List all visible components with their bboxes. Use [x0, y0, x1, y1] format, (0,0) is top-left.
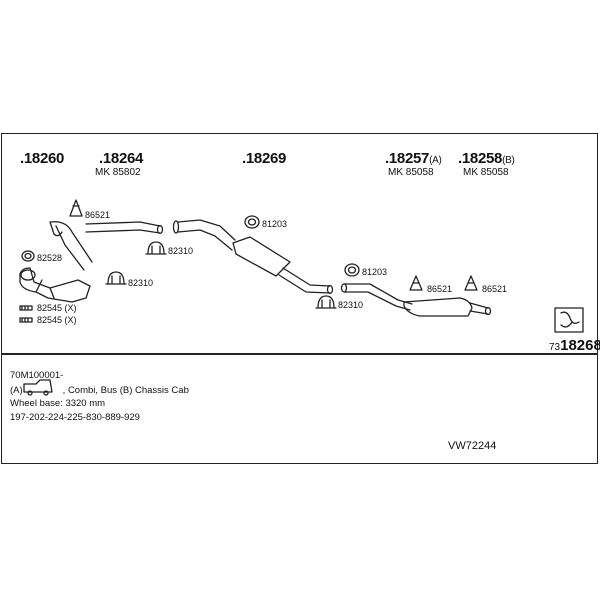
rear-silencer-18258 [403, 297, 473, 317]
van-icon [23, 379, 53, 393]
clamp-82310-c [315, 295, 337, 309]
mount-kit-18258: MK 85058 [463, 167, 509, 178]
info-body-types: (A), Combi, Bus (B) Chassis Cab [10, 385, 189, 396]
middle-silencer-inlet [172, 220, 180, 234]
part-number-18260: .18260 [20, 150, 65, 167]
mount-kit-18257: MK 85058 [388, 167, 434, 178]
label-82545-b: 82545 (X) [37, 315, 77, 325]
middle-silencer-tailpipe [278, 267, 331, 294]
downpipe-flange [20, 269, 36, 281]
hanger-86521-mid [409, 275, 423, 291]
label-86521-right: 86521 [482, 284, 508, 294]
diagram-frame [1, 133, 598, 464]
ring-81203-a [244, 215, 260, 229]
label-81203-a: 81203 [262, 219, 288, 229]
clamp-82310-a [145, 241, 167, 255]
clamp-82310-b [105, 271, 127, 285]
label-82310-a: 82310 [168, 246, 194, 256]
label-86521-left: 86521 [85, 210, 111, 220]
info-wheel-base: Wheel base: 3320 mm [10, 398, 106, 409]
gasket-82528 [21, 250, 35, 262]
kit-box-icon [554, 307, 584, 333]
label-82528: 82528 [37, 253, 63, 263]
label-81203-b: 81203 [362, 267, 388, 277]
kit-number: 7318268 [549, 337, 600, 354]
downpipe-18260 [19, 267, 91, 303]
hanger-86521-left [69, 199, 83, 217]
part-number-18258: .18258(B) [458, 150, 515, 167]
middle-silencer-body [232, 236, 291, 277]
reference-code: VW72244 [448, 440, 497, 452]
front-pipe-flange [156, 224, 164, 235]
label-86521-mid: 86521 [427, 284, 453, 294]
part-number-18257: .18257(A) [385, 150, 442, 167]
rear-silencer-tailpipe [469, 302, 489, 315]
middle-silencer-18269 [177, 219, 236, 251]
front-pipe-18264 [49, 221, 161, 271]
part-number-18264: .18264 [99, 150, 144, 167]
label-82310-c: 82310 [338, 300, 364, 310]
ring-81203-b [344, 263, 360, 277]
rear-pipe-flange [340, 283, 348, 293]
mount-kit-18264: MK 85802 [95, 167, 141, 178]
bolt-82545-b [19, 317, 33, 323]
info-model-code: 70M100001- [10, 370, 64, 381]
section-divider [1, 353, 598, 355]
info-engine-codes: 197-202-224-225-830-889-929 [10, 412, 140, 423]
label-82310-b: 82310 [128, 278, 154, 288]
bolt-82545-a [19, 305, 33, 311]
label-82545-a: 82545 (X) [37, 303, 77, 313]
hanger-86521-right [464, 275, 478, 291]
part-number-18269: .18269 [242, 150, 287, 167]
